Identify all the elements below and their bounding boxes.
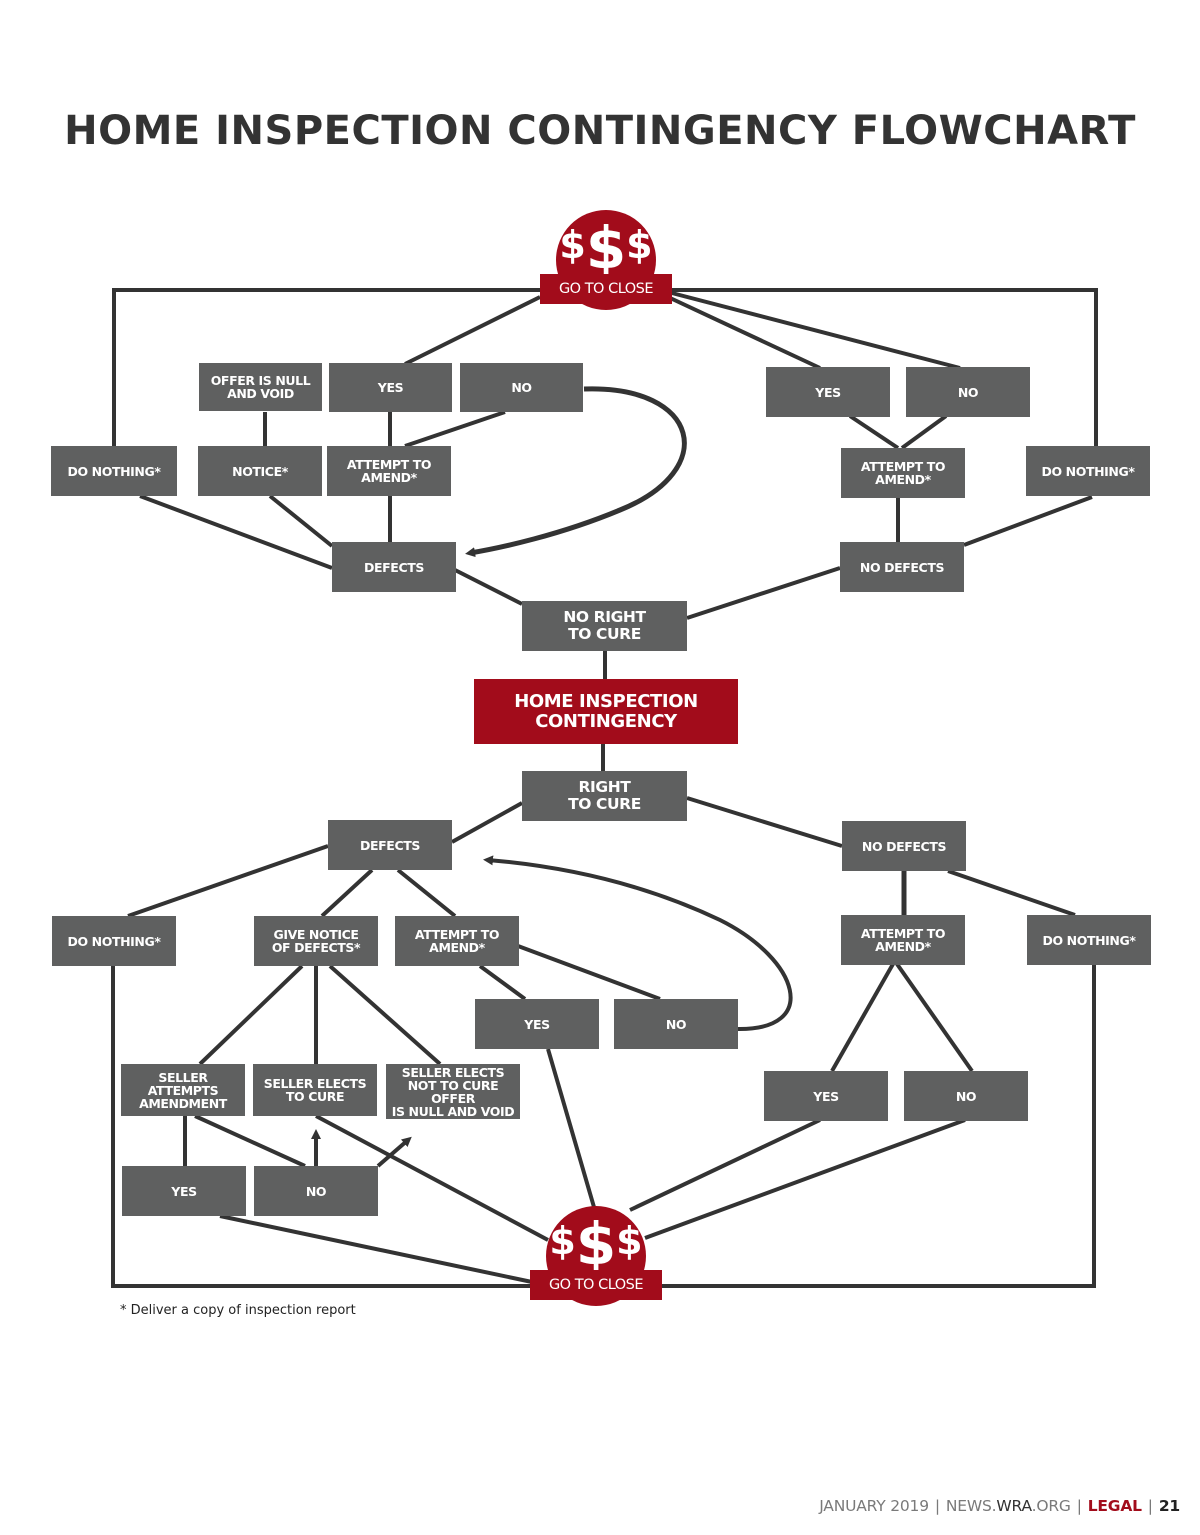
frame-top-right [668, 288, 1098, 446]
edge-sellercure-close [315, 1114, 549, 1242]
edge-yes-close [219, 1214, 533, 1284]
notice-box: NOTICE* [198, 446, 322, 496]
edge-no-attempt-r [900, 414, 948, 450]
edge-no-attempt [404, 410, 506, 448]
yes-box: YES [766, 367, 890, 417]
edge-close-yes-left [404, 295, 541, 366]
edge-attempt-yes-r [830, 963, 895, 1072]
edge-notice-defects [268, 494, 334, 548]
do-nothing-box: DO NOTHING* [1026, 446, 1150, 496]
edge-defects-givenotice [320, 868, 374, 918]
loop-arrow-no-to-defects [465, 386, 687, 558]
edge-no-sellernotcure-arrow [376, 1136, 412, 1168]
defects-box: DEFECTS [328, 820, 452, 870]
edge-defects-attempt [396, 868, 457, 918]
no-box: NO [906, 367, 1030, 417]
yes-box: YES [475, 999, 599, 1049]
edge-donothing-defects [139, 494, 333, 570]
edge-givenotice-sellernotcure [328, 964, 442, 1066]
footnote: * Deliver a copy of inspection report [120, 1303, 356, 1318]
frame-bottom-left [111, 966, 532, 1288]
edge-defects-noright [454, 568, 523, 606]
dollar-signs-icon: $$$ [559, 214, 653, 282]
do-nothing-box: DO NOTHING* [1027, 915, 1151, 965]
no-box: NO [460, 363, 583, 412]
footer-site[interactable]: NEWS.WRA.ORG [945, 1497, 1071, 1515]
footer-section: LEGAL [1087, 1497, 1142, 1515]
edge-no-close-r [644, 1118, 966, 1240]
do-nothing-box: DO NOTHING* [51, 446, 177, 496]
edge-givenotice-sellerattempts [198, 964, 304, 1066]
edge-nodefects-noright [686, 566, 841, 620]
go-to-close-label: GO TO CLOSE [540, 274, 672, 304]
no-defects-box: NO DEFECTS [840, 542, 964, 592]
go-to-close-bottom: $$$ GO TO CLOSE [530, 1206, 662, 1306]
footer-separator: | [1147, 1497, 1153, 1515]
edge-close-no-right [667, 290, 961, 370]
page-title: HOME INSPECTION CONTINGENCY FLOWCHART [64, 108, 1136, 154]
do-nothing-box: DO NOTHING* [52, 916, 176, 966]
loop-arrow-no-to-defects-bottom [483, 855, 793, 1032]
page-footer: JANUARY 2019 | NEWS.WRA.ORG | LEGAL | 21 [819, 1497, 1180, 1515]
go-to-close-label: GO TO CLOSE [530, 1270, 662, 1300]
footer-separator: | [934, 1497, 940, 1515]
dollar-signs-icon: $$$ [549, 1210, 643, 1278]
edge-sellerattempts-no [194, 1114, 306, 1168]
no-box: NO [614, 999, 738, 1049]
edge-nodefects-donothing-r [947, 869, 1076, 917]
go-to-close-top: $$$ GO TO CLOSE [540, 210, 672, 310]
yes-box: YES [764, 1071, 888, 1121]
yes-box: YES [329, 363, 452, 412]
no-box: NO [254, 1166, 378, 1216]
edge-yes-close-r [629, 1118, 821, 1212]
no-defects-box: NO DEFECTS [842, 821, 966, 871]
edge-donothing-nodefects-r [963, 495, 1093, 547]
frame-bottom-right [660, 965, 1096, 1288]
edge-right-nodefects [686, 796, 843, 848]
footer-date: JANUARY 2019 [819, 1497, 929, 1515]
footer-separator: | [1076, 1497, 1082, 1515]
no-box: NO [904, 1071, 1028, 1121]
edge-yes-attempt-r [848, 414, 900, 450]
edge-attemptyes-close [546, 1048, 598, 1215]
page-number: 21 [1158, 1497, 1180, 1515]
edge-attempt-yes [478, 964, 527, 1001]
defects-box: DEFECTS [332, 542, 456, 592]
edge-attempt-no [517, 944, 661, 1001]
edge-close-yes-right [667, 295, 821, 370]
frame-top [112, 288, 540, 446]
edge-right-defects [451, 801, 523, 844]
edge-defects-donothing [127, 844, 329, 918]
edge-attempt-no-r [895, 962, 974, 1073]
yes-box: YES [122, 1166, 246, 1216]
